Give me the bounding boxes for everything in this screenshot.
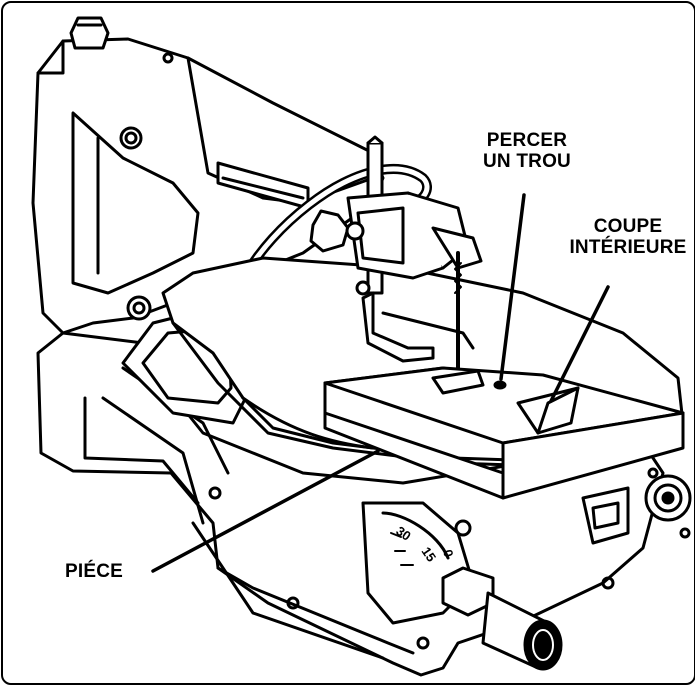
label-piece: PIÉCE (65, 561, 124, 582)
leader-piece (151, 449, 380, 573)
scale-tick-0: 0 (440, 548, 456, 559)
label-percer-un-trou: PERCER UN TROU (469, 130, 585, 172)
screw-icon (286, 596, 300, 610)
saw-arm (31, 16, 385, 335)
label-coupe-line-1: COUPE (593, 216, 663, 237)
screw-icon (416, 636, 430, 650)
scale-tick-30: 30 (393, 523, 413, 544)
workpiece (323, 366, 685, 500)
interior-cut (516, 386, 580, 435)
scale-tick-15: 15 (419, 544, 440, 564)
blade-assembly (309, 135, 483, 395)
drilled-hole (493, 380, 507, 390)
leader-percer (499, 193, 526, 381)
leader-coupe (549, 285, 610, 403)
label-percer-line-2: UN TROU (483, 151, 571, 172)
screw-icon (208, 486, 222, 500)
scroll-saw-illustration: 30 15 0 (31, 16, 692, 677)
label-coupe-interieure: COUPE INTÉRIEURE (563, 216, 693, 258)
leader-lines (151, 193, 610, 573)
label-percer-line-1: PERCER (486, 130, 568, 151)
blade-knob-icon (309, 209, 350, 253)
bevel-assembly: 30 15 0 (361, 467, 692, 671)
label-coupe-line-2: INTÉRIEURE (569, 237, 687, 258)
tension-knob-icon (69, 16, 110, 50)
